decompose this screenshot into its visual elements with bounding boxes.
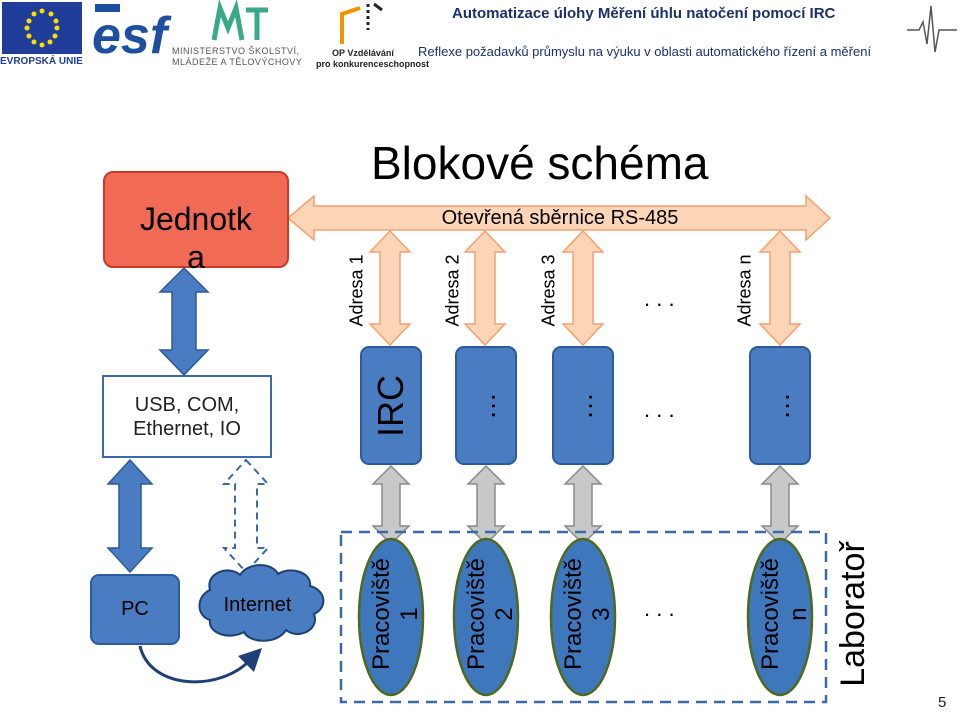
op-logo: OP Vzdělávání pro konkurenceschopnost: [316, 0, 429, 70]
internet-cloud: [198, 564, 325, 642]
header-title: Automatizace úlohy Měření úhlu natočení …: [452, 5, 836, 22]
station-label-1: Pracoviště 1: [368, 544, 424, 684]
address-arrow-3: [561, 229, 605, 347]
pc-internet-curve: [138, 645, 252, 684]
address-label-1: Adresa 1: [346, 254, 367, 327]
interface-label: USB, COM, Ethernet, IO: [103, 393, 271, 441]
address-arrow-2: [463, 229, 507, 347]
module-box-n: [749, 346, 811, 465]
laboratory-label: Laboratoř: [834, 541, 872, 687]
station-ellipse-n: [746, 537, 814, 697]
esf-logo-icon: [90, 2, 166, 66]
station-ellipse-2: [452, 537, 520, 697]
msmt-line1: MINISTERSTVO ŠKOLSTVÍ,: [172, 46, 300, 56]
msmt-logo-icon: [211, 0, 268, 41]
interface-line2: Ethernet, IO: [133, 418, 241, 440]
ellipsis-stations: . . .: [644, 596, 675, 621]
address-label-2: Adresa 2: [442, 254, 463, 327]
op-line2: pro konkurenceschopnost: [316, 59, 430, 69]
module-label-n: …: [764, 392, 795, 420]
address-label-3: Adresa 3: [538, 254, 559, 327]
eu-flag-icon: [2, 2, 82, 54]
station-1-line2: 1: [396, 607, 423, 621]
pc-box: [90, 574, 180, 645]
address-arrow-n: [758, 229, 802, 347]
station-n-line1: Pracoviště: [757, 557, 784, 671]
module-label-3: …: [567, 392, 598, 420]
address-arrow-1: [368, 229, 412, 347]
laboratory-frame: [339, 530, 828, 704]
interface-internet-arrow: [221, 458, 271, 574]
station-label-3: Pracoviště 3: [560, 544, 616, 684]
esf-label: esf: [92, 7, 168, 65]
station-3-line1: Pracoviště: [560, 557, 587, 671]
internet-label: Internet: [223, 594, 292, 616]
module-label-1: IRC: [370, 375, 411, 437]
station-1-line1: Pracoviště: [368, 557, 395, 671]
station-label-n: Pracoviště n: [757, 544, 813, 684]
interface-pc-arrow: [106, 458, 154, 574]
module-box-1: [360, 346, 422, 465]
station-ellipse-1: [357, 537, 425, 697]
ellipsis-modules: . . .: [644, 397, 675, 422]
unit-label: Jednotk a: [104, 200, 288, 276]
pc-internet-arrowhead: [238, 648, 262, 672]
op-line1: OP Vzdělávání: [332, 48, 394, 58]
unit-block: [103, 171, 289, 268]
station-n-line2: n: [785, 607, 812, 621]
header-subtitle: Reflexe požadavků průmyslu na výuku v ob…: [418, 44, 872, 59]
ellipsis-addresses: . . .: [644, 286, 675, 311]
signal-wave-icon: [907, 5, 957, 53]
station-ellipse-3: [549, 537, 617, 697]
interface-line1: USB, COM,: [134, 394, 240, 416]
station-3-line2: 3: [588, 607, 615, 621]
bus-arrow: [286, 194, 832, 242]
unit-line1: Jednotk: [139, 201, 253, 237]
station-label-2: Pracoviště 2: [463, 544, 519, 684]
module-box-2: [455, 346, 517, 465]
pc-label: PC: [121, 598, 149, 620]
page-number: 5: [938, 694, 947, 711]
diagram-title: Blokové schéma: [371, 137, 709, 189]
msmt-line2: MLÁDEŽE A TĚLOVÝCHOVY: [172, 57, 303, 67]
eu-label: EVROPSKÁ UNIE: [0, 56, 83, 67]
address-label-n: Adresa n: [734, 254, 755, 327]
unit-line2: a: [187, 239, 205, 275]
module-label-2: …: [470, 392, 501, 420]
op-logo-icon: [340, 2, 383, 44]
station-2-line1: Pracoviště: [463, 557, 490, 671]
eu-logo: EVROPSKÁ UNIE: [0, 0, 86, 70]
interface-box: [102, 375, 272, 458]
module-box-3: [552, 346, 614, 465]
station-2-line2: 2: [491, 607, 518, 621]
esf-logo: esf: [90, 0, 168, 70]
bus-label: Otevřená sběrnice RS-485: [441, 207, 679, 229]
unit-interface-arrow: [158, 266, 210, 377]
msmt-logo: MINISTERSTVO ŠKOLSTVÍ, MLÁDEŽE A TĚLOVÝC…: [172, 0, 312, 70]
